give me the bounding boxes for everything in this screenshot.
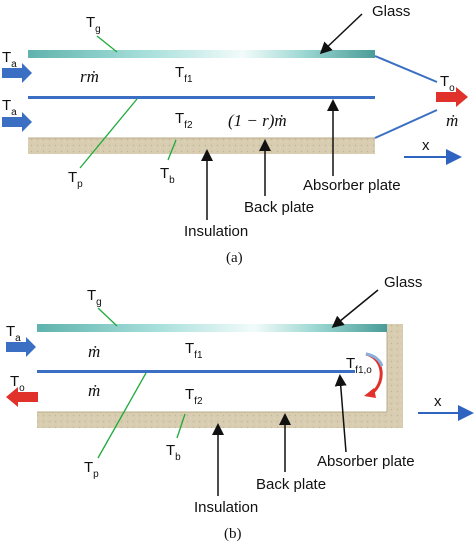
- caption-a: (a): [226, 250, 243, 266]
- glass-cover: [28, 50, 375, 58]
- diagram-a: Tg Glass Ta Ta rṁ Tf1 Tf2 (1 − r)ṁ To ṁ …: [2, 3, 468, 266]
- pointer-absorber: [334, 374, 347, 453]
- tf1o-label: Tf1,o: [346, 355, 372, 376]
- outlet-arrow: [6, 387, 38, 407]
- leader-tp: [97, 372, 147, 459]
- return-arrow-upper: [365, 352, 384, 367]
- leader-tg: [97, 307, 118, 327]
- flow-bottom-label: (1 − r)ṁ: [228, 111, 287, 130]
- ta-label: Ta: [6, 323, 21, 344]
- tp-label: Tp: [68, 169, 83, 190]
- to-label: To: [440, 73, 455, 94]
- leader-tp: [79, 98, 138, 169]
- leader-tg: [96, 35, 118, 53]
- outlet-line-top: [374, 55, 438, 83]
- pointer-glass: [319, 13, 363, 55]
- tf1-label: Tf1: [175, 64, 193, 85]
- inlet-arrow: [6, 337, 36, 357]
- leader-tb: [176, 413, 186, 439]
- x-label: x: [422, 137, 430, 154]
- x-label: x: [434, 393, 442, 410]
- leader-tb: [167, 139, 177, 161]
- insulation-label: Insulation: [194, 499, 258, 516]
- ta-top-label: Ta: [2, 49, 17, 70]
- tb-label: Tb: [166, 442, 181, 463]
- ta-bottom-label: Ta: [2, 97, 17, 118]
- absorber-plate: [28, 96, 375, 99]
- outlet-flow-label: ṁ: [446, 111, 458, 130]
- insulation-layer: [28, 138, 375, 154]
- outlet-line-bottom: [374, 109, 438, 139]
- tg-label: Tg: [86, 14, 101, 35]
- glass-cover: [37, 324, 387, 332]
- flow-top-label: ṁ: [88, 342, 100, 361]
- inlet-arrow-bottom: [2, 112, 32, 132]
- tf2-label: Tf2: [175, 110, 193, 131]
- glass-label: Glass: [384, 274, 422, 291]
- absorber-plate-label: Absorber plate: [317, 453, 415, 470]
- pointer-glass: [331, 289, 379, 328]
- tg-label: Tg: [87, 287, 102, 308]
- to-label: To: [10, 373, 25, 394]
- tf2-label: Tf2: [185, 386, 203, 407]
- insulation-bottom: [37, 412, 403, 428]
- absorber-plate-label: Absorber plate: [303, 177, 401, 194]
- back-plate-label: Back plate: [244, 199, 314, 216]
- insulation-side: [387, 324, 403, 428]
- absorber-plate: [37, 370, 355, 373]
- insulation-label: Insulation: [184, 223, 248, 240]
- back-plate-label: Back plate: [256, 476, 326, 493]
- glass-label: Glass: [372, 3, 410, 20]
- return-arrow-head: [364, 388, 376, 398]
- diagram-b: Tg Glass Ta To ṁ ṁ Tf1 Tf2 Tf1,o x Tp Tb…: [6, 274, 474, 542]
- flow-top-label: rṁ: [80, 67, 99, 86]
- flow-bottom-label: ṁ: [88, 381, 100, 400]
- tb-label: Tb: [160, 165, 175, 186]
- tf1-label: Tf1: [185, 340, 203, 361]
- caption-b: (b): [224, 526, 242, 542]
- inlet-arrow-top: [2, 63, 32, 83]
- outlet-arrow: [436, 87, 468, 107]
- tp-label: Tp: [84, 459, 99, 480]
